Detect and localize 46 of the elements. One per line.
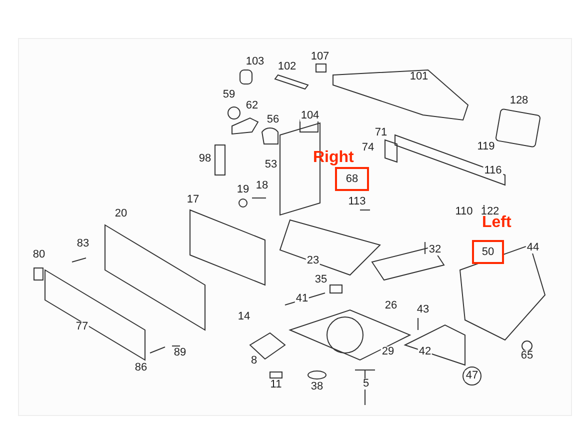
callout-number: 59 [222, 90, 236, 100]
callout-number: 20 [114, 208, 128, 220]
callout-number: 113 [347, 196, 367, 208]
callout-number: 19 [236, 184, 250, 196]
callout-number: 14 [236, 312, 252, 322]
callout-number: 26 [384, 300, 398, 312]
callout-number: 89 [172, 348, 188, 358]
callout-number: 65 [520, 350, 534, 362]
callout-number: 50 [472, 240, 504, 264]
callout-number: 47 [464, 370, 480, 382]
callout-number: 43 [416, 304, 430, 316]
callout-number: 29 [380, 346, 396, 358]
callout-number: 103 [244, 56, 266, 68]
callout-number: 62 [244, 100, 260, 112]
callout-number: 83 [76, 238, 90, 250]
callout-number: 5 [362, 378, 370, 390]
callout-number: 80 [32, 250, 46, 260]
callout-number: 35 [314, 274, 328, 286]
callout-number: 119 [476, 142, 496, 152]
callout-number: 38 [310, 382, 324, 392]
callout-number: 71 [374, 128, 388, 138]
callout-number: 17 [186, 194, 200, 206]
callout-number: 101 [408, 72, 430, 82]
callout-number: 42 [418, 346, 432, 358]
callout-number: 44 [526, 242, 540, 254]
callout-number: 53 [264, 160, 278, 170]
callout-number: 102 [276, 62, 298, 72]
side-label: Left [482, 215, 512, 231]
callout-number: 116 [483, 166, 503, 176]
callout-number: 77 [74, 322, 90, 332]
callout-number: 11 [269, 380, 283, 390]
callout-number: 107 [310, 52, 330, 62]
callout-number: 23 [306, 256, 320, 266]
callout-number: 68 [335, 167, 369, 191]
callout-number: 18 [254, 180, 270, 192]
callout-number: 86 [134, 362, 148, 374]
callout-number: 32 [428, 244, 442, 256]
callout-number: 110 [454, 206, 474, 218]
callout-number: 41 [294, 294, 310, 304]
callout-number: 128 [508, 96, 530, 106]
callout-number: 8 [250, 356, 258, 366]
callout-number: 74 [360, 142, 376, 154]
callout-number: 98 [198, 154, 212, 164]
callout-number: 122 [480, 206, 500, 218]
callout-number: 56 [266, 114, 280, 126]
callout-number: 104 [300, 110, 320, 122]
